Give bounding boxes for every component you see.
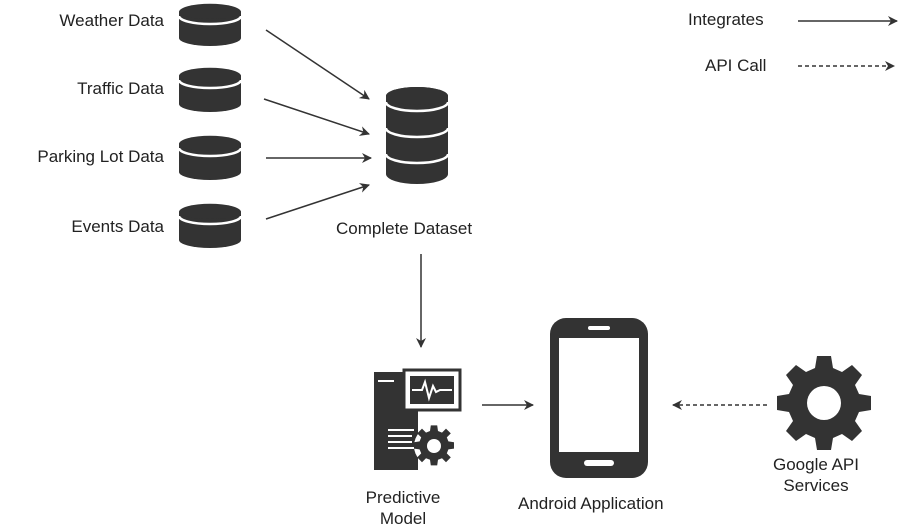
traffic-data-label: Traffic Data	[77, 79, 164, 98]
google-api-services-label: Google API Services	[772, 455, 859, 495]
weather-data-label: Weather Data	[59, 11, 164, 30]
traffic-data-database-icon	[177, 67, 243, 112]
events-to-dataset-arrow	[265, 183, 370, 220]
android-phone-icon	[550, 318, 648, 478]
complete-dataset-label: Complete Dataset	[336, 219, 473, 238]
legend-api-call-label: API Call	[705, 56, 767, 75]
parking-lot-data-database-icon	[177, 135, 243, 180]
weather-data-database-icon	[177, 3, 243, 46]
weather-to-dataset-arrow	[265, 29, 370, 100]
legend-integrates-label: Integrates	[688, 10, 764, 29]
events-data-database-icon	[177, 203, 243, 248]
android-application-label: Android Application	[518, 494, 664, 513]
complete-dataset-database-icon	[384, 87, 450, 184]
traffic-to-dataset-arrow	[263, 98, 370, 136]
predictive-model-label: Predictive Model	[365, 488, 441, 528]
google-api-gear-icon	[777, 356, 871, 450]
predictive-model-icon	[374, 368, 462, 470]
parking-lot-data-label: Parking Lot Data	[37, 147, 164, 166]
events-data-label: Events Data	[71, 217, 164, 236]
